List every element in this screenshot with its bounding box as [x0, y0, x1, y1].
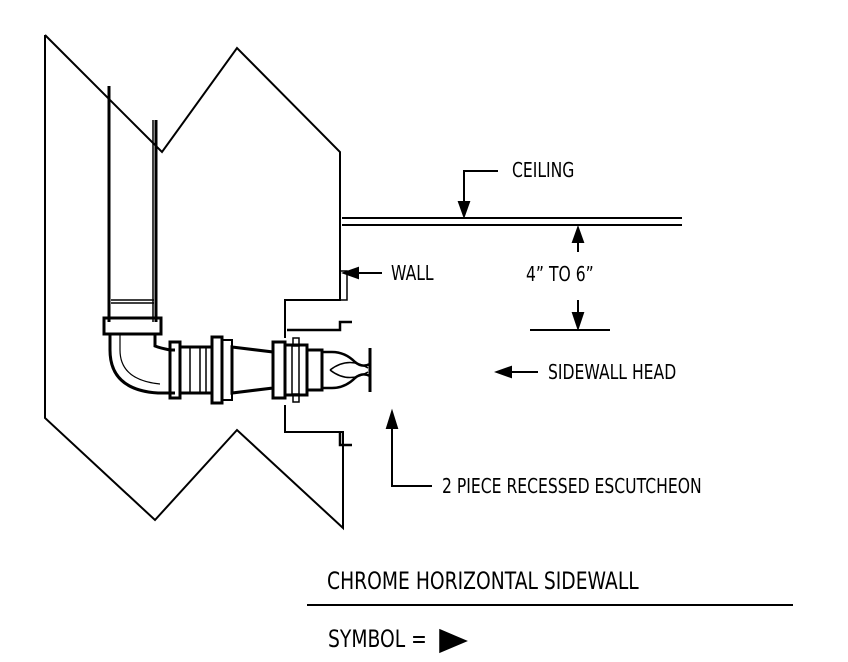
ceiling-leader: [457, 170, 498, 219]
riser-pipe: [107, 86, 158, 322]
escutcheon: [287, 320, 352, 447]
escutcheon-label: 2 PIECE RECESSED ESCUTCHEON: [442, 474, 702, 498]
symbol-label: SYMBOL =: [328, 625, 427, 653]
riser-coupling: [102, 316, 163, 336]
wall-leader: [341, 266, 382, 280]
sidewall-head-leader: [494, 365, 538, 379]
ceiling-line: [342, 217, 682, 226]
sprinkler-head: [322, 348, 372, 392]
dimension-lines: [530, 225, 610, 332]
wall-face-trim: [339, 270, 348, 301]
dimension-label: 4” TO 6”: [526, 262, 594, 286]
drawing-title: CHROME HORIZONTAL SIDEWALL: [327, 567, 639, 595]
ceiling-label: CEILING: [512, 158, 575, 182]
wall-cavity-outline-lower: [44, 35, 344, 531]
wall-label: WALL: [391, 261, 434, 285]
horizontal-fitting: [168, 335, 324, 405]
escutcheon-leader: [385, 408, 432, 487]
filled-right-triangle-icon: [439, 628, 468, 654]
sidewall-head-label: SIDEWALL HEAD: [548, 360, 677, 384]
wall-cavity-outline: [44, 34, 341, 338]
elbow-fitting: [108, 334, 175, 395]
